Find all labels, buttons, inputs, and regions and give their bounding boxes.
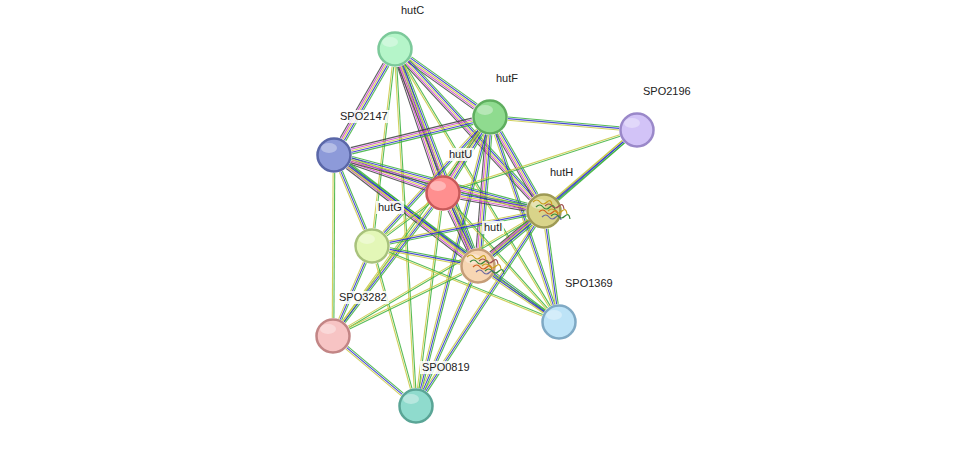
node-circle <box>316 137 352 173</box>
evidence-line <box>332 173 334 318</box>
interaction-edge <box>376 263 412 389</box>
interaction-edge <box>508 117 619 130</box>
evidence-line <box>492 278 543 314</box>
evidence-line <box>378 263 412 388</box>
protein-node: hutI <box>460 248 496 284</box>
evidence-line <box>339 172 363 230</box>
evidence-line <box>405 64 550 306</box>
evidence-line <box>390 249 461 262</box>
node-circle <box>619 112 655 148</box>
node-label: hutG <box>376 201 404 214</box>
evidence-line <box>460 198 526 210</box>
node-label: hutC <box>399 4 426 17</box>
interaction-edge <box>460 193 527 211</box>
node-label: SPO2147 <box>338 110 390 123</box>
protein-node: hutC <box>377 31 413 67</box>
node-circle <box>472 99 508 135</box>
node-circle <box>377 31 413 67</box>
evidence-line <box>333 173 335 318</box>
protein-node: hutH <box>526 193 562 229</box>
node-label: hutI <box>482 221 504 234</box>
evidence-line <box>397 67 416 388</box>
node-label: SPO0819 <box>420 361 472 374</box>
node-label: SPO1369 <box>563 277 615 290</box>
evidence-line <box>508 119 619 129</box>
node-label: hutF <box>494 72 520 85</box>
node-circle <box>354 228 390 264</box>
protein-node: hutG <box>354 228 390 264</box>
evidence-line <box>494 275 545 311</box>
interaction-edge <box>545 229 558 305</box>
protein-node: SPO2147 <box>316 137 352 173</box>
protein-node: SPO0819 <box>398 388 434 424</box>
evidence-line <box>342 64 385 139</box>
evidence-line <box>376 264 410 389</box>
interaction-edge <box>339 171 366 230</box>
evidence-line <box>349 164 545 310</box>
evidence-line <box>346 349 401 396</box>
node-circle <box>425 175 461 211</box>
evidence-line <box>347 348 402 395</box>
interaction-edge <box>496 131 538 197</box>
node-circle <box>526 193 562 229</box>
evidence-line <box>348 346 403 393</box>
evidence-line <box>461 193 527 205</box>
interaction-edge <box>332 173 334 318</box>
protein-node: SPO2196 <box>619 112 655 148</box>
node-label: hutH <box>548 166 575 179</box>
protein-node: SPO3282 <box>315 318 351 354</box>
evidence-line <box>460 135 620 187</box>
evidence-line <box>390 248 461 261</box>
evidence-line <box>545 229 555 304</box>
node-circle <box>541 304 577 340</box>
evidence-line <box>410 59 476 106</box>
evidence-line <box>491 140 623 253</box>
evidence-line <box>340 63 383 138</box>
interaction-edge <box>492 275 545 313</box>
node-label: SPO2196 <box>641 85 693 98</box>
interaction-edge <box>340 63 389 141</box>
evidence-line <box>461 195 527 207</box>
node-label: hutU <box>447 148 474 161</box>
evidence-line <box>461 196 527 208</box>
evidence-line <box>351 120 472 149</box>
evidence-line <box>389 213 526 241</box>
node-label: SPO3282 <box>337 291 389 304</box>
evidence-line <box>346 66 389 141</box>
protein-node: SPO1369 <box>541 304 577 340</box>
node-circle <box>315 318 351 354</box>
evidence-line <box>348 166 544 312</box>
interaction-edge <box>491 140 625 255</box>
interaction-edge <box>346 346 404 395</box>
interaction-edge <box>389 213 526 244</box>
evidence-line <box>351 121 472 150</box>
protein-node: hutF <box>472 99 508 135</box>
evidence-line <box>343 65 386 140</box>
evidence-line <box>460 199 526 211</box>
evidence-line <box>508 120 619 130</box>
evidence-line <box>425 283 472 390</box>
evidence-line <box>389 251 460 264</box>
evidence-line <box>448 211 467 252</box>
evidence-line <box>546 229 556 304</box>
evidence-line <box>344 65 387 140</box>
node-circle <box>460 248 496 284</box>
node-circle <box>398 388 434 424</box>
protein-node: hutU <box>425 175 461 211</box>
evidence-line <box>493 276 544 312</box>
interaction-edge <box>460 135 620 188</box>
evidence-line <box>492 142 624 255</box>
